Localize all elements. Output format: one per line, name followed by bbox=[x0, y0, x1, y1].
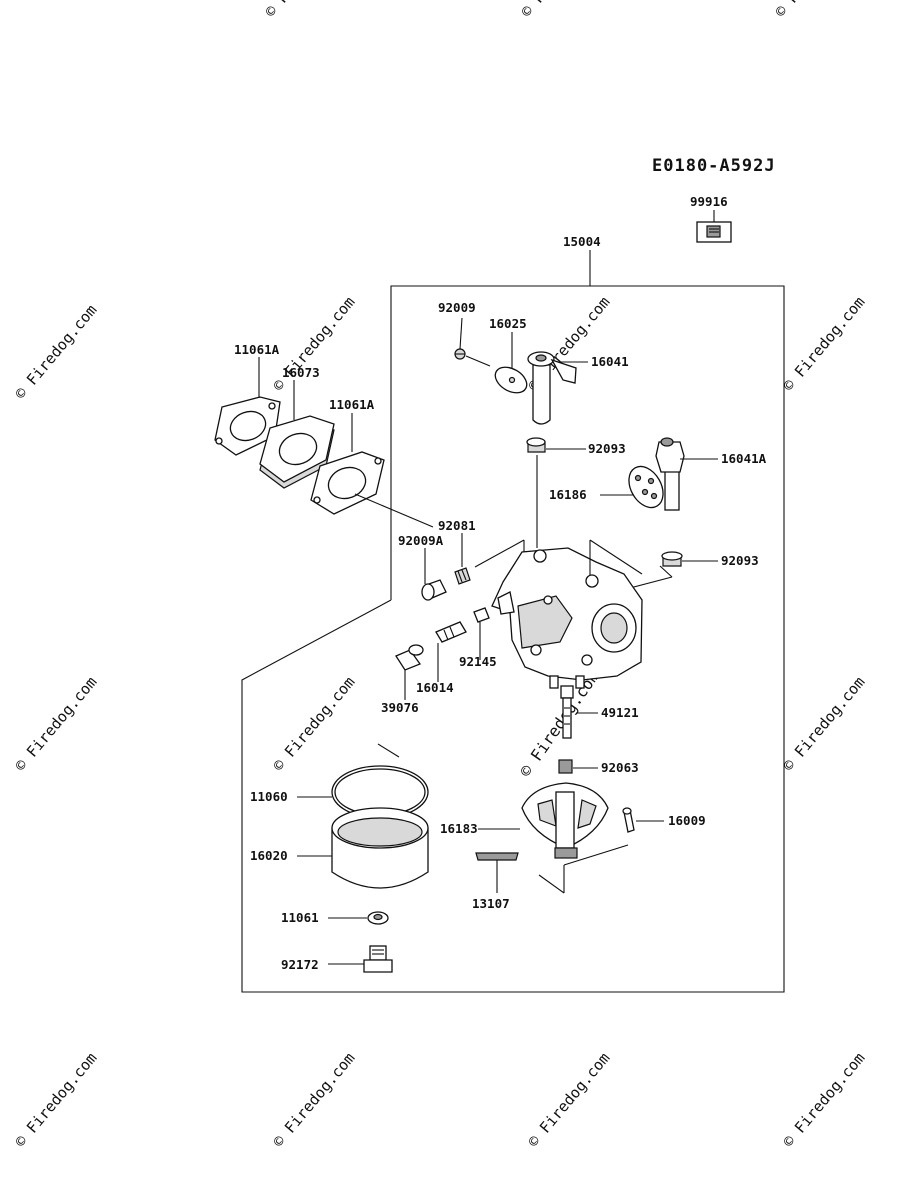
label-16009: 16009 bbox=[668, 813, 706, 828]
label-16014: 16014 bbox=[416, 680, 454, 695]
watermark: © Firedog.com bbox=[269, 673, 358, 775]
part-39076-nozzle[interactable] bbox=[395, 644, 424, 700]
label-39076: 39076 bbox=[381, 700, 419, 715]
label-99916: 99916 bbox=[690, 194, 728, 209]
watermark: © Firedog.com bbox=[261, 0, 350, 21]
label-92063: 92063 bbox=[601, 760, 639, 775]
label-11061A-inner: 11061A bbox=[329, 397, 375, 412]
part-16014-needle[interactable] bbox=[435, 621, 467, 682]
part-92093-upper-seal[interactable] bbox=[526, 437, 586, 548]
part-92172-bolt[interactable] bbox=[328, 945, 393, 973]
assembly-boundary bbox=[241, 250, 785, 993]
part-16041-choke-shaft[interactable] bbox=[527, 351, 588, 425]
label-92009: 92009 bbox=[438, 300, 476, 315]
part-92009A-screw[interactable] bbox=[421, 548, 447, 601]
label-92009A: 92009A bbox=[398, 533, 444, 548]
label-16025: 16025 bbox=[489, 316, 527, 331]
part-92081-spring[interactable] bbox=[454, 533, 471, 585]
part-16020-float-bowl[interactable] bbox=[297, 807, 429, 889]
part-labels: 99916 15004 92009 16025 16041 92093 1604… bbox=[234, 194, 767, 972]
label-92093-lower: 92093 bbox=[721, 553, 759, 568]
part-16186-throttle-plate[interactable] bbox=[600, 460, 670, 513]
label-16041A: 16041A bbox=[721, 451, 767, 466]
watermark: © Firedog.com bbox=[11, 673, 100, 775]
part-49121-emulsion-tube[interactable] bbox=[560, 685, 598, 739]
label-92145: 92145 bbox=[459, 654, 497, 669]
part-11061A-outer-gasket[interactable] bbox=[214, 357, 281, 456]
part-16041A-throttle-shaft[interactable] bbox=[655, 437, 718, 511]
watermark: © Firedog.com bbox=[524, 1049, 613, 1151]
part-15004-carburetor-body[interactable] bbox=[474, 539, 643, 689]
watermark: © Firedog.com bbox=[269, 1049, 358, 1151]
part-13107-float-needle[interactable] bbox=[475, 852, 519, 893]
label-11061: 11061 bbox=[281, 910, 319, 925]
part-92063-main-jet[interactable] bbox=[558, 759, 598, 774]
label-16183: 16183 bbox=[440, 821, 478, 836]
part-92009-screw[interactable] bbox=[454, 317, 491, 367]
part-11061-washer[interactable] bbox=[328, 911, 389, 925]
label-92093-upper: 92093 bbox=[588, 441, 626, 456]
part-99916[interactable] bbox=[696, 210, 732, 243]
label-13107: 13107 bbox=[472, 896, 510, 911]
watermark: © Firedog.com bbox=[11, 301, 100, 403]
part-11060-bowl-gasket[interactable] bbox=[297, 743, 429, 819]
label-16020: 16020 bbox=[250, 848, 288, 863]
part-11061A-inner-gasket[interactable] bbox=[310, 413, 434, 528]
watermark: © Firedog.com bbox=[11, 1049, 100, 1151]
label-11060: 11060 bbox=[250, 789, 288, 804]
label-92081: 92081 bbox=[438, 518, 476, 533]
label-11061A-outer: 11061A bbox=[234, 342, 280, 357]
watermark: © Firedog.com bbox=[771, 0, 860, 21]
part-16025-choke-plate[interactable] bbox=[491, 332, 531, 398]
part-92145-jet[interactable] bbox=[473, 607, 490, 660]
label-49121: 49121 bbox=[601, 705, 639, 720]
watermark: © Firedog.com bbox=[779, 673, 868, 775]
watermark: © Firedog.com bbox=[779, 293, 868, 395]
label-92172: 92172 bbox=[281, 957, 319, 972]
part-16073-insulator[interactable] bbox=[259, 380, 335, 489]
label-16041: 16041 bbox=[591, 354, 629, 369]
label-15004: 15004 bbox=[563, 234, 601, 249]
part-16009-float-pin[interactable] bbox=[622, 807, 664, 833]
label-16073: 16073 bbox=[282, 365, 320, 380]
watermark: © Firedog.com bbox=[779, 1049, 868, 1151]
watermark: © Firedog.com bbox=[517, 0, 606, 21]
part-92093-lower-seal[interactable] bbox=[629, 551, 718, 589]
label-16186: 16186 bbox=[549, 487, 587, 502]
part-16183-float[interactable] bbox=[478, 782, 629, 894]
diagram-code: E0180-A592J bbox=[652, 156, 776, 176]
